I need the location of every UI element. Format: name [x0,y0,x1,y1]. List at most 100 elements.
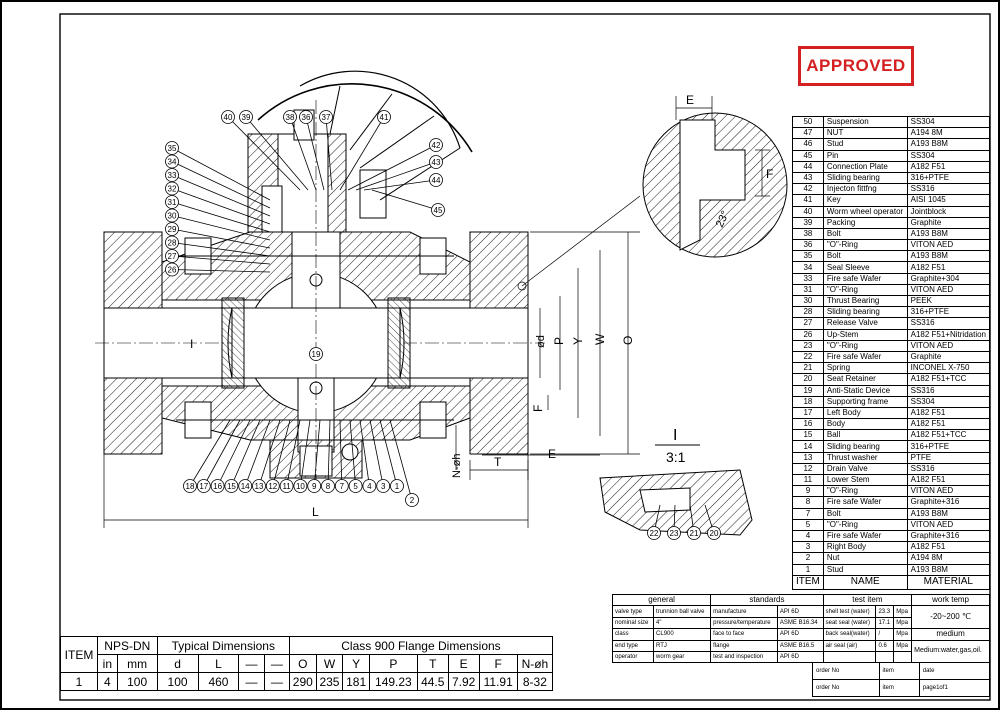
balloon [165,181,179,196]
balloon-number: 5 [353,482,358,491]
balloon-number: 33 [168,171,177,180]
part-number: 1 [792,563,824,576]
part-name: Body [822,418,908,431]
leader-line [171,269,271,273]
part-material: SS316 [906,183,991,196]
spec-medium-label: medium [911,628,990,641]
balloon-number: 32 [168,185,177,194]
part-name: Stud [822,563,908,576]
leader-line [171,174,271,217]
dims-subheader: Y [342,654,370,673]
part-name: Sliding bearing [822,306,908,319]
part-material: VITON AED [906,485,991,498]
balloon [224,479,239,493]
dims-subheader: — [238,654,265,673]
part-name: "O"-Ring [822,283,908,297]
dims-value: 44.5 [416,672,449,691]
spec-cell: Mpa [893,605,913,618]
balloon-number: 14 [241,482,250,491]
balloon [299,110,313,124]
dims-value: 1 [60,672,98,691]
balloon [376,479,391,493]
balloon [239,110,253,124]
dimension-lines [103,195,641,528]
dims-value: 8-32 [516,672,554,691]
balloon [707,526,721,540]
balloon [165,154,179,169]
balloon-number: 4 [367,482,372,491]
part-name: Supporting frame [822,395,908,408]
balloon-number: 16 [213,482,222,491]
leader-line [339,116,385,191]
balloon-number: 15 [227,482,236,491]
dims-value: 460 [197,672,240,691]
leader-line [171,215,271,241]
balloon-number: 43 [432,158,441,167]
balloon-number: 11 [282,482,291,491]
part-number: 2 [792,552,824,565]
leader-line [289,116,317,191]
part-name: Injecton fittfng [822,183,908,196]
part-material: SS304 [906,115,991,129]
spec-cell: seat seal (water) [822,616,877,630]
part-name: Fire safe Wafer [822,272,908,285]
leader-line [171,188,271,225]
part-name: Suspension [822,115,908,129]
spec-cell: / [875,628,895,641]
part-name: Thrust washer [822,451,908,464]
spec-standards-header: standards [710,593,824,607]
svg-text:Y: Y [571,337,585,345]
dims-subheader: F [478,654,518,673]
leader-line [171,255,271,265]
spec-worktemp-value: -20~200 ℃ [911,605,990,630]
svg-text:E: E [548,447,556,461]
balloon [283,110,297,124]
spec-cell: class [611,628,655,641]
spec-cell: Mpa [893,628,913,641]
part-number: 41 [792,194,824,207]
spec-cell: trunnion ball valve [653,605,712,618]
part-name: "O"-Ring [822,239,908,252]
part-name: Release Valve [822,317,908,330]
spec-cell: CL900 [653,628,712,641]
part-material: A182 F51 [906,541,991,554]
balloon [265,479,280,493]
part-name: Spring [822,362,908,375]
leader-line [355,161,437,191]
part-material: A193 B8M [906,250,991,263]
leader-line [171,228,271,249]
balloon-number: 44 [432,176,441,185]
part-material: Graphite [906,216,991,229]
part-number: 19 [792,384,824,397]
svg-text:P: P [552,337,566,345]
leader-line [171,242,271,257]
leader-line [347,144,437,191]
part-material: SS304 [906,395,991,408]
page-label: page1of1 [918,679,991,697]
spec-worktemp-header: work temp [911,593,990,607]
spec-cell: manufacture [710,605,778,618]
part-material: A182 F51 [906,406,991,420]
svg-text:E: E [686,93,694,107]
part-name: Seat Retainer [822,373,908,386]
spec-general-header: general [611,593,712,607]
part-name: Right Body [822,541,908,554]
balloon-number: 38 [286,113,295,122]
dims-value: 7.92 [447,672,480,691]
part-name: Thrust Bearing [822,294,908,308]
part-material: A193 B8M [906,227,991,241]
part-name: Fire safe Wafer [822,350,908,364]
spec-medium-value: Medium:water,gas,oil. [911,639,990,664]
balloon-number: 29 [168,225,177,234]
part-number: 18 [792,395,824,408]
